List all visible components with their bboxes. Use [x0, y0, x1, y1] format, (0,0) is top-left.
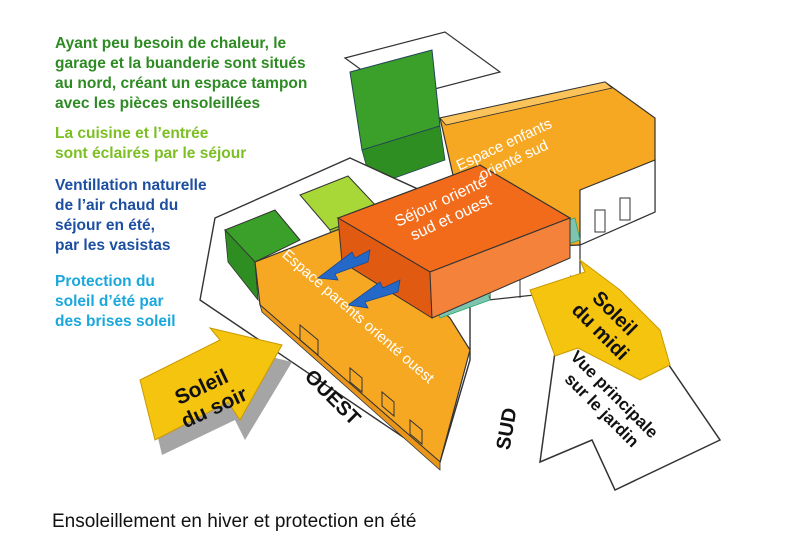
noon-sun-arrow [529, 258, 671, 381]
living-room-block [336, 164, 572, 319]
south-label: SUD [493, 406, 522, 451]
north-wing [343, 31, 502, 187]
ventilation-note: Ventillation naturelle de l’air chaud du… [55, 177, 207, 254]
north-rooms-note: Ayant peu besoin de chaleur, le garage e… [55, 35, 308, 112]
evening-sun-arrow [139, 327, 292, 455]
ventilation-arrows [316, 249, 401, 309]
caption: Ensoleillement en hiver et protection en… [52, 511, 417, 532]
kitchen-note: La cuisine et l’entrée sont éclairés par… [55, 125, 247, 162]
sun-protection-note: Protection du soleil d’été par des brise… [55, 273, 176, 330]
west-green-block [224, 209, 301, 302]
